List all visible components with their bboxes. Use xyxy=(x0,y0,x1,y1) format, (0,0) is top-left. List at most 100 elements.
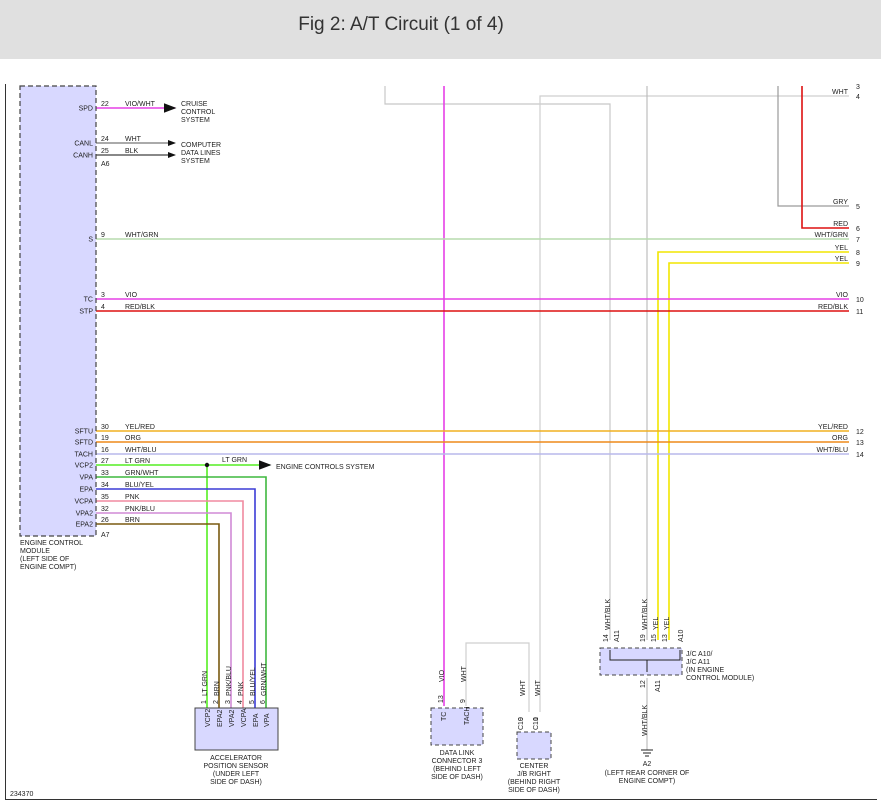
jb-conn-1: C10 xyxy=(518,717,525,730)
right-edge-number: 8 xyxy=(856,250,860,257)
ecm-pin-label: CANL xyxy=(74,141,93,148)
engine-controls-label: ENGINE CONTROLS SYSTEM xyxy=(276,464,375,471)
ground-id: A2 xyxy=(643,761,652,768)
wire-epa xyxy=(96,488,256,708)
right-edge-wire-color: YEL/RED xyxy=(818,424,848,431)
ecm-pin-number: 16 xyxy=(101,447,109,454)
ecm-wire-color: YEL/RED xyxy=(125,424,155,431)
ecm-pin-number: 22 xyxy=(101,101,109,108)
ecm-pin-number: 25 xyxy=(101,148,109,155)
dlc3-num-13: 13 xyxy=(438,695,445,703)
aps-pin-4: VCPA xyxy=(241,708,248,727)
right-edge-number: 10 xyxy=(856,297,864,304)
aps-wire-4: PNK xyxy=(238,681,245,696)
ecm-pin-number: 34 xyxy=(101,482,109,489)
right-edge-number: 9 xyxy=(856,261,860,268)
ecm-pin-number: 9 xyxy=(101,232,105,239)
right-edge-wire-color: WHT/BLU xyxy=(817,447,849,454)
ecm-pin-label: VCP2 xyxy=(75,463,93,470)
dlc3-pin-tach: TACH xyxy=(464,706,471,725)
ecm-wire-color: WHT/BLU xyxy=(125,447,157,454)
wire-epa2 xyxy=(96,523,220,708)
aps-label-2: POSITION SENSOR xyxy=(204,763,269,770)
right-edge-number: 6 xyxy=(856,226,860,233)
jb-label-3: (BEHIND RIGHT xyxy=(508,779,561,786)
jc-box xyxy=(599,647,683,676)
ecm-pin-label: CANH xyxy=(73,153,93,160)
ecm-pin-number: 3 xyxy=(101,292,105,299)
ecm-pin-number: 30 xyxy=(101,424,109,431)
aps-pin-2: EPA2 xyxy=(217,710,224,727)
ecm-connector-a7: A7 xyxy=(101,532,110,539)
jb-box xyxy=(516,731,552,760)
jb-label-2: J/B RIGHT xyxy=(517,771,552,778)
aps-pin-numbers: 1 2 3 4 5 6 xyxy=(201,700,267,704)
ground-label-2: ENGINE COMPT) xyxy=(619,778,675,785)
right-edge-wire-color: GRY xyxy=(833,199,848,206)
aps-wire-labels: LT GRN BRN PNK/BLU PNK BLU/YEL GRN/WHT xyxy=(202,662,268,696)
ecm-wire-color: BRN xyxy=(125,517,140,524)
diagram-frame xyxy=(5,84,877,800)
wire-gry-5 xyxy=(777,86,849,207)
jc-wire-14: WHT/BLK xyxy=(605,599,612,630)
splice-dot xyxy=(204,462,210,468)
jc-internal-bus xyxy=(609,650,681,661)
ecm-pin-label: S xyxy=(88,237,93,244)
jb-wire-1: WHT xyxy=(520,679,527,696)
aps-num-6: 6 xyxy=(260,700,267,704)
ecm-wire-color: LT GRN xyxy=(125,458,150,465)
dlc3-wire-wht: WHT xyxy=(461,665,468,682)
dlc3-label-1: DATA LINK xyxy=(440,750,475,757)
right-edge-wire-color: WHT/GRN xyxy=(815,232,848,239)
diagram-id: 234370 xyxy=(10,791,33,798)
jc-num-15: 15 xyxy=(651,634,658,642)
jc-num-14: 14 xyxy=(603,634,610,642)
ecm-wire-color: GRN/WHT xyxy=(125,470,159,477)
ecm-pin-number: 26 xyxy=(101,517,109,524)
computer-label-1: COMPUTER xyxy=(181,142,221,149)
dlc3-label-2: CONNECTOR 3 xyxy=(432,758,483,765)
wire-vpa2 xyxy=(96,512,232,708)
dlc3-pin-tc: TC xyxy=(441,712,448,721)
wire-vcpa xyxy=(96,500,244,708)
ecm-wire-color: VIO xyxy=(125,292,138,299)
right-edge-number: 4 xyxy=(856,94,860,101)
right-edge-number: 3 xyxy=(856,84,860,91)
dlc3-label-3: (BEHIND LEFT xyxy=(433,766,482,773)
right-edge-wire-color: YEL xyxy=(835,256,848,263)
aps-pin-labels: VCP2 EPA2 VPA2 VCPA EPA VPA xyxy=(205,708,271,727)
computer-label-3: SYSTEM xyxy=(181,158,210,165)
aps-pin-3: VPA2 xyxy=(229,710,236,727)
aps-label-4: SIDE OF DASH) xyxy=(210,779,262,786)
aps-pin-1: VCP2 xyxy=(205,709,212,727)
ecm-wire-color: BLU/YEL xyxy=(125,482,154,489)
ecm-wire-color: WHT xyxy=(125,136,142,143)
right-edge-wire-color: ORG xyxy=(832,435,848,442)
ecm-pin-label: TACH xyxy=(74,452,93,459)
aps-wire-6: GRN/WHT xyxy=(261,662,268,696)
ground-symbol xyxy=(641,749,653,757)
aps-num-1: 1 xyxy=(201,700,208,704)
computer-label-2: DATA LINES xyxy=(181,150,221,157)
ecm-pin-label: EPA2 xyxy=(76,522,93,529)
right-edge-wire-color: YEL xyxy=(835,245,848,252)
ground-label-1: (LEFT REAR CORNER OF xyxy=(605,770,690,777)
aps-num-2: 2 xyxy=(213,700,220,704)
ecm-label-3: (LEFT SIDE OF xyxy=(20,556,69,563)
ecm-label-4: ENGINE COMPT) xyxy=(20,564,76,571)
aps-wire-5: BLU/YEL xyxy=(250,667,257,696)
aps-num-4: 4 xyxy=(237,700,244,704)
ecm-label-1: ENGINE CONTROL xyxy=(20,540,83,547)
ecm-pin-label: SFTD xyxy=(75,440,93,447)
jb-conn-2: C10 xyxy=(533,717,540,730)
wire-wht-tach xyxy=(465,642,530,712)
ecm-pin-label: VPA2 xyxy=(76,511,93,518)
ecm-pin-number: 27 xyxy=(101,458,109,465)
right-edge-number: 11 xyxy=(856,309,863,316)
cruise-label-3: SYSTEM xyxy=(181,117,210,124)
cruise-label-1: CRUISE xyxy=(181,101,208,108)
right-edge-number: 14 xyxy=(856,452,864,459)
aps-pin-5: EPA xyxy=(253,713,260,727)
jc-wire-12: WHT/BLK xyxy=(642,705,649,736)
